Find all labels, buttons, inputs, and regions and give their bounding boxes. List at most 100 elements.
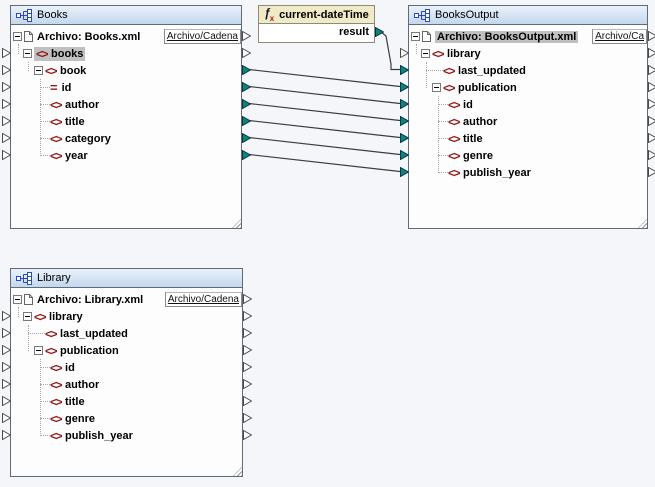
- connection-title-to-title[interactable]: [248, 119, 401, 139]
- file-string-mode-button[interactable]: Archivo/Ca: [592, 29, 647, 44]
- output-port[interactable]: [242, 48, 251, 58]
- output-port[interactable]: [648, 116, 655, 126]
- output-port[interactable]: [243, 362, 252, 372]
- output-port[interactable]: [243, 345, 252, 355]
- tree-node-row-title[interactable]: <>title: [2, 113, 251, 130]
- input-port[interactable]: [2, 328, 11, 338]
- component-library[interactable]: Library Archivo: Library.xml Archivo/Cad…: [2, 268, 252, 477]
- output-port[interactable]: [648, 31, 655, 41]
- output-port[interactable]: [648, 150, 655, 160]
- input-port[interactable]: [2, 99, 11, 109]
- output-port-connected[interactable]: [242, 82, 251, 92]
- input-port[interactable]: [2, 311, 11, 321]
- tree-node-row-root[interactable]: Archivo: BooksOutput.xml Archivo/Ca: [409, 28, 655, 45]
- tree-node-row-id[interactable]: <>id: [400, 96, 655, 113]
- tree-node-row-last_updated[interactable]: <>last_updated: [2, 325, 252, 342]
- output-port[interactable]: [648, 65, 655, 75]
- output-port[interactable]: [648, 167, 655, 177]
- input-port[interactable]: [2, 65, 11, 75]
- function-result-row[interactable]: result: [259, 24, 384, 40]
- collapse-icon[interactable]: [13, 295, 22, 304]
- connection-result-to-last_updated[interactable]: [380, 31, 400, 71]
- input-port[interactable]: [2, 345, 11, 355]
- tree-node-row-author[interactable]: <>author: [400, 113, 655, 130]
- component-booksoutput-titlebar[interactable]: BooksOutput: [409, 6, 647, 25]
- component-booksoutput[interactable]: BooksOutput Archivo: BooksOutput.xml Arc…: [400, 5, 655, 229]
- output-port-connected[interactable]: [375, 27, 384, 37]
- input-port[interactable]: [2, 48, 11, 58]
- tree-node-row-book[interactable]: <>book: [2, 62, 251, 79]
- tree-node-row-id[interactable]: =id: [2, 79, 251, 96]
- component-books[interactable]: Books Archivo: Books.xml Archivo/Cadena …: [2, 5, 251, 229]
- tree-node-row-title[interactable]: <>title: [400, 130, 655, 147]
- output-port[interactable]: [243, 311, 252, 321]
- input-port[interactable]: [2, 413, 11, 423]
- tree-node-row-library[interactable]: <>library: [2, 308, 252, 325]
- output-port[interactable]: [648, 48, 655, 58]
- tree-node-row-root[interactable]: Archivo: Books.xml Archivo/Cadena: [11, 28, 251, 45]
- tree-node-row-publication[interactable]: <>publication: [400, 79, 655, 96]
- input-port-connected[interactable]: [400, 82, 409, 92]
- output-port-connected[interactable]: [242, 133, 251, 143]
- collapse-icon[interactable]: [23, 312, 32, 321]
- output-port[interactable]: [243, 294, 252, 304]
- tree-node-row-publication[interactable]: <>publication: [2, 342, 252, 359]
- output-port[interactable]: [243, 379, 252, 389]
- resize-handle[interactable]: [232, 219, 241, 228]
- input-port[interactable]: [2, 396, 11, 406]
- collapse-icon[interactable]: [34, 66, 43, 75]
- input-port-connected[interactable]: [400, 99, 409, 109]
- output-port-connected[interactable]: [242, 150, 251, 160]
- input-port[interactable]: [2, 133, 11, 143]
- function-titlebar[interactable]: ƒx current-dateTime: [259, 6, 374, 24]
- collapse-icon[interactable]: [421, 49, 430, 58]
- output-port[interactable]: [243, 430, 252, 440]
- resize-handle[interactable]: [233, 467, 242, 476]
- tree-node-row-id[interactable]: <>id: [2, 359, 252, 376]
- tree-node-row-publish_year[interactable]: <>publish_year: [2, 427, 252, 444]
- tree-node-row-root[interactable]: Archivo: Library.xml Archivo/Cadena: [11, 291, 252, 308]
- collapse-icon[interactable]: [23, 49, 32, 58]
- tree-node-row-genre[interactable]: <>genre: [2, 410, 252, 427]
- output-port-connected[interactable]: [242, 65, 251, 75]
- tree-node-row-books[interactable]: <>books: [2, 45, 251, 62]
- resize-handle[interactable]: [638, 219, 647, 228]
- collapse-icon[interactable]: [34, 346, 43, 355]
- component-books-titlebar[interactable]: Books: [11, 6, 241, 25]
- input-port[interactable]: [2, 82, 11, 92]
- input-port-connected[interactable]: [400, 116, 409, 126]
- output-port[interactable]: [243, 396, 252, 406]
- output-port-connected[interactable]: [242, 116, 251, 126]
- output-port[interactable]: [243, 413, 252, 423]
- file-string-mode-button[interactable]: Archivo/Cadena: [163, 29, 241, 44]
- output-port[interactable]: [242, 31, 251, 41]
- input-port-connected[interactable]: [400, 150, 409, 160]
- output-port-connected[interactable]: [242, 99, 251, 109]
- tree-node-row-genre[interactable]: <>genre: [400, 147, 655, 164]
- connection-year-to-publish_year[interactable]: [248, 153, 401, 173]
- tree-node-row-title[interactable]: <>title: [2, 393, 252, 410]
- output-port[interactable]: [243, 328, 252, 338]
- tree-node-row-library[interactable]: <>library: [400, 45, 655, 62]
- tree-node-row-category[interactable]: <>category: [2, 130, 251, 147]
- tree-node-row-last_updated[interactable]: <>last_updated: [400, 62, 655, 79]
- function-current-datetime[interactable]: ƒx current-dateTime result: [258, 5, 384, 43]
- component-library-titlebar[interactable]: Library: [11, 269, 242, 288]
- tree-node-row-year[interactable]: <>year: [2, 147, 251, 164]
- tree-node-row-author[interactable]: <>author: [2, 96, 251, 113]
- output-port[interactable]: [648, 133, 655, 143]
- input-port-connected[interactable]: [400, 167, 409, 177]
- connection-id-to-id[interactable]: [248, 85, 401, 105]
- input-port[interactable]: [2, 379, 11, 389]
- collapse-icon[interactable]: [432, 83, 441, 92]
- input-port[interactable]: [2, 116, 11, 126]
- tree-node-row-publish_year[interactable]: <>publish_year: [400, 164, 655, 181]
- file-string-mode-button[interactable]: Archivo/Cadena: [164, 292, 242, 307]
- collapse-icon[interactable]: [411, 32, 420, 41]
- input-port[interactable]: [2, 362, 11, 372]
- output-port[interactable]: [648, 99, 655, 109]
- input-port[interactable]: [400, 48, 409, 58]
- input-port[interactable]: [2, 150, 11, 160]
- input-port-connected[interactable]: [400, 65, 409, 75]
